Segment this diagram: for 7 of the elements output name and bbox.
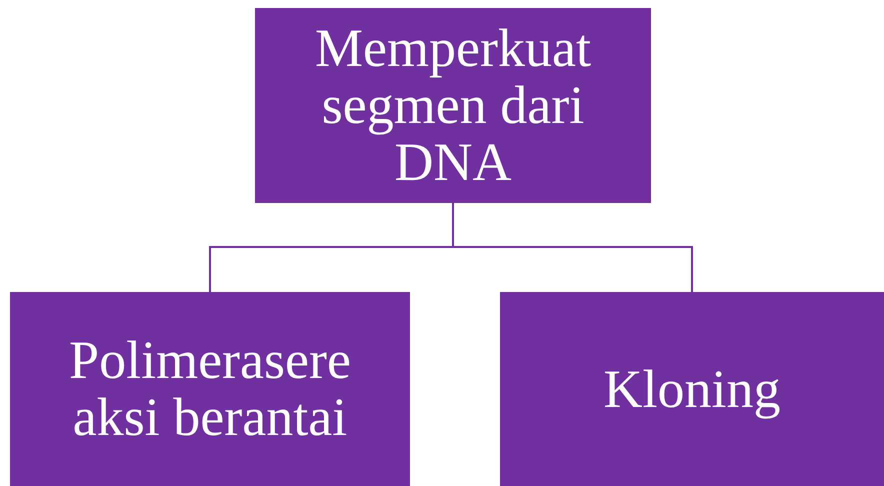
process-box <box>10 292 410 486</box>
connector-line <box>452 203 693 292</box>
process-box <box>255 8 651 203</box>
box-label: Polimerasere aksi berantai <box>68 332 352 446</box>
process-box <box>500 292 884 486</box>
box-label: Memperkuat segmen dari DNA <box>314 20 592 191</box>
box-label: Kloning <box>603 360 780 418</box>
